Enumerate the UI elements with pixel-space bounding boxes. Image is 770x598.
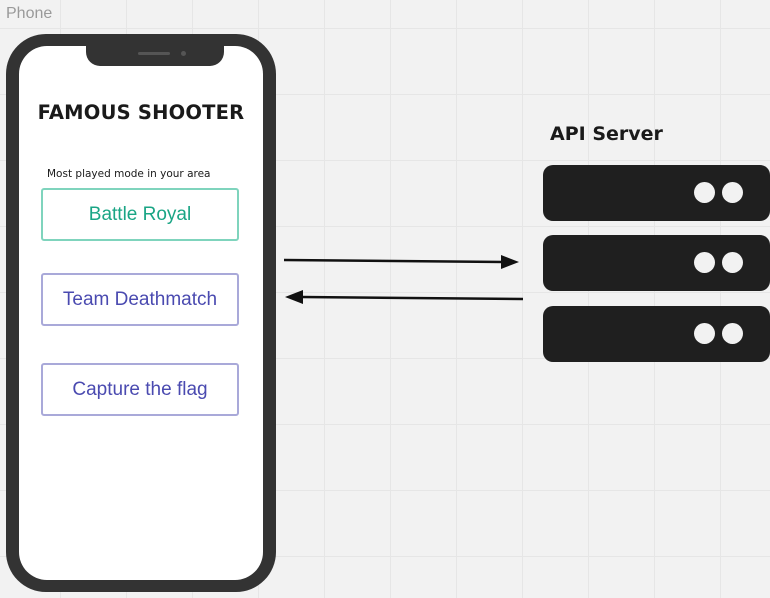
status-light-icon [694,182,715,203]
server-unit [543,235,770,291]
phone-mockup: FAMOUS SHOOTER Most played mode in your … [6,34,276,592]
phone-screen: FAMOUS SHOOTER Most played mode in your … [19,46,263,580]
speaker-icon [138,52,170,55]
server-unit [543,165,770,221]
camera-icon [181,51,186,56]
response-arrow [285,290,524,304]
api-server-label: API Server [550,123,663,145]
request-arrow [283,255,519,269]
frame-label: Phone [6,5,53,22]
phone-notch [86,46,224,66]
mode-subtitle: Most played mode in your area [47,168,211,180]
mode-button-battle-royal[interactable]: Battle Royal [41,188,239,241]
server-unit [543,306,770,362]
status-light-icon [722,252,743,273]
status-light-icon [694,323,715,344]
status-light-icon [722,182,743,203]
mode-button-capture-the-flag[interactable]: Capture the flag [41,363,239,416]
status-light-icon [694,252,715,273]
app-title: FAMOUS SHOOTER [37,101,245,124]
status-light-icon [722,323,743,344]
mode-button-team-deathmatch[interactable]: Team Deathmatch [41,273,239,326]
